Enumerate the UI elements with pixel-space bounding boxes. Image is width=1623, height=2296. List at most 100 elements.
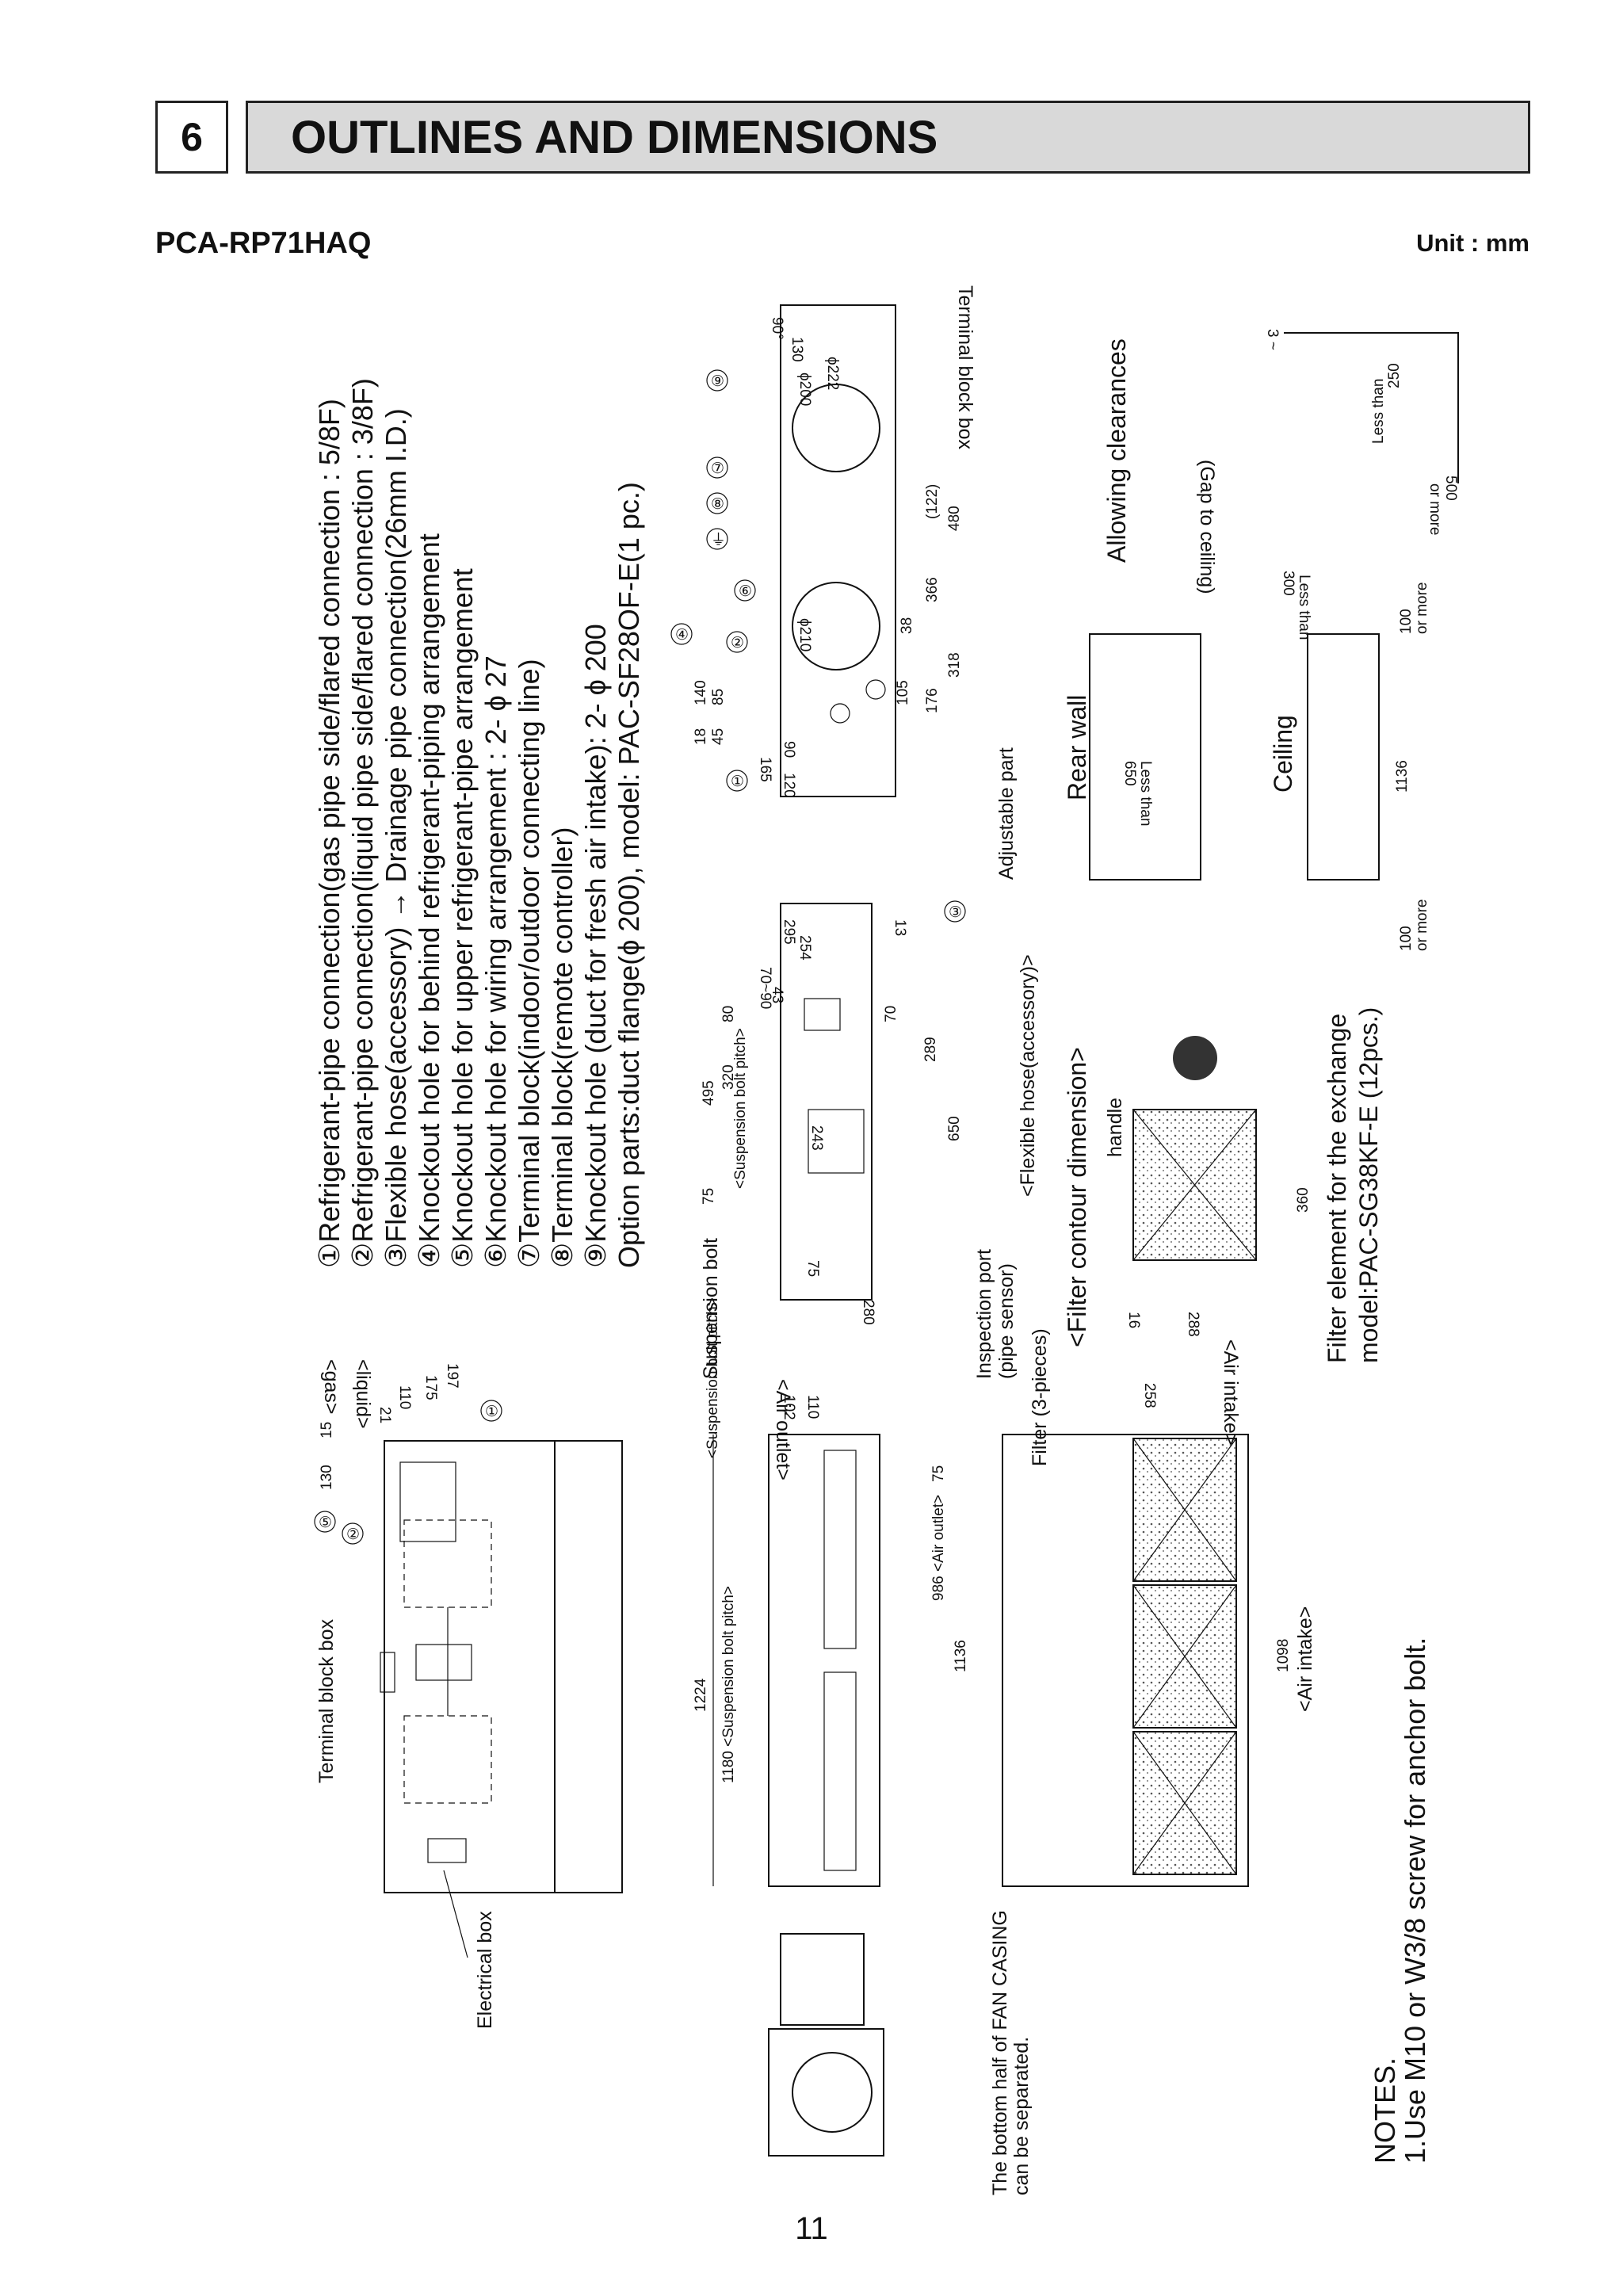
dim-18: 18 — [693, 728, 709, 745]
notes-item-1: 1.Use M10 or W3/8 screw for anchor bolt. — [1399, 1637, 1431, 2164]
filter-contour: <Filter contour dimension> handle 16 288… — [1063, 1007, 1383, 1363]
dim-288: 288 — [1185, 1312, 1201, 1337]
legend-item-8: ⑧Terminal block(remote controller) — [546, 827, 579, 1268]
dim-15: 15 — [319, 1422, 335, 1438]
dim-320: 320 — [720, 1064, 737, 1090]
dim-70-90: 70~90 — [757, 967, 773, 1009]
model-name: PCA-RP71HAQ — [155, 227, 372, 260]
label-air-intake: <Air intake> — [1294, 1606, 1316, 1712]
dim-gap-less-than: Less than — [1370, 379, 1387, 444]
dim-197: 197 — [444, 1363, 460, 1389]
label-flexible-hose: <Flexible hose(accessory)> — [1017, 954, 1039, 1197]
notes-heading: NOTES. — [1369, 2057, 1401, 2164]
fan-casing-view: The bottom half of FAN CASING can be sep… — [768, 1910, 1033, 2195]
label-fan-casing-2: can be separated. — [1010, 2037, 1033, 2195]
page-number: 11 — [795, 2211, 828, 2246]
label-susp-pitch: <Suspension bolt pitch> — [705, 1297, 721, 1458]
label-filter-element-2: model:PAC-SG38KF-E (12pcs.) — [1354, 1007, 1383, 1363]
legend-item-1: ①Refrigerant-pipe connection(gas pipe si… — [313, 399, 346, 1268]
dim-280: 280 — [860, 1300, 876, 1325]
dim-130-end: 130 — [789, 337, 805, 362]
label-allowing-clearances: Allowing clearances — [1102, 338, 1131, 563]
dim-360: 360 — [1295, 1187, 1312, 1213]
dim-1136-ceiling: 1136 — [1394, 760, 1411, 793]
label-rear-wall: Rear wall — [1063, 695, 1091, 800]
dim-or-more-a: or more — [1414, 900, 1430, 951]
dim-90: 90 — [781, 741, 797, 758]
dim-85: 85 — [710, 689, 727, 705]
label-handle: handle — [1104, 1098, 1126, 1157]
legend: ①Refrigerant-pipe connection(gas pipe si… — [313, 378, 645, 1268]
dim-243: 243 — [808, 1125, 825, 1151]
dim-phi200: ϕ200 — [796, 372, 813, 406]
callout-7: ⑦ — [711, 460, 724, 477]
label-air-intake-top: <Air intake> — [1220, 1339, 1242, 1445]
dim-43: 43 — [769, 987, 785, 1003]
legend-item-5: ⑤Knockout hole for upper refrigerant-pip… — [446, 568, 479, 1268]
dim-105: 105 — [895, 680, 911, 705]
dim-500: 500 — [1442, 476, 1459, 501]
label-susp-pitch-side: <Suspension bolt pitch> — [732, 1028, 749, 1189]
notes: NOTES. 1.Use M10 or W3/8 screw for ancho… — [1369, 1637, 1431, 2164]
callout-earth: ⏚ — [711, 532, 726, 548]
dim-21: 21 — [376, 1407, 393, 1423]
dim-75-side: 75 — [701, 1188, 717, 1205]
dim-1180-pitch: 1180 <Suspension bolt pitch> — [720, 1586, 737, 1783]
callout-4: ④ — [675, 627, 689, 644]
dim-140: 140 — [693, 680, 709, 705]
legend-item-2: ②Refrigerant-pipe connection(liquid pipe… — [346, 378, 379, 1268]
callout-3: ③ — [949, 904, 962, 921]
label-gap-to-ceiling: (Gap to ceiling) — [1196, 460, 1218, 594]
dim-289: 289 — [922, 1037, 939, 1062]
dim-or-more-b: or more — [1414, 583, 1430, 634]
clearances: Allowing clearances Rear wall Less than … — [1063, 329, 1459, 951]
dim-1098: 1098 — [1275, 1639, 1292, 1672]
dim-75-bottom: 75 — [804, 1260, 821, 1277]
legend-item-10: Option parts:duct flange(ϕ 200), model: … — [613, 482, 645, 1268]
callout-6: ⑥ — [739, 583, 752, 600]
legend-item-9: ⑨Knockout hole (duct for fresh air intak… — [579, 624, 612, 1268]
dim-480: 480 — [946, 506, 963, 531]
label-gas: <gas> — [320, 1359, 342, 1415]
dim-258: 258 — [1141, 1383, 1158, 1408]
label-air-outlet: <Air outlet> — [772, 1379, 794, 1480]
dim-130: 130 — [319, 1465, 335, 1490]
top-view: Terminal block box Electrical box ⑤ ② ① … — [314, 1359, 623, 2029]
dim-175: 175 — [422, 1375, 439, 1400]
legend-item-7: ⑦Terminal block(indoor/outdoor connectin… — [513, 659, 545, 1268]
section-title-text: OUTLINES AND DIMENSIONS — [291, 111, 938, 163]
dim-122: (122) — [924, 484, 941, 519]
front-view: 1224 1180 <Suspension bolt pitch> 986 <A… — [693, 1297, 969, 1887]
dim-80: 80 — [720, 1006, 737, 1022]
filter-detail-circle — [1173, 1036, 1217, 1080]
end-view: Terminal block box Adjustable part ⑨ ⑦ ⑧… — [670, 285, 1018, 880]
label-terminal-block-box-right: Terminal block box — [954, 285, 976, 450]
dim-16: 16 — [1125, 1312, 1142, 1328]
dim-phi222: ϕ222 — [824, 357, 841, 390]
dim-110-front: 110 — [804, 1395, 821, 1419]
dim-366: 366 — [924, 577, 941, 602]
dim-254: 254 — [796, 935, 813, 961]
dim-45: 45 — [710, 728, 727, 745]
legend-item-6: ⑥Knockout hole for wiring arrangement : … — [479, 655, 512, 1268]
dim-phi210: ϕ210 — [796, 618, 813, 651]
dim-986: 986 <Air outlet> — [930, 1495, 947, 1601]
dim-1224: 1224 — [693, 1678, 709, 1712]
dim-120: 120 — [781, 773, 797, 798]
dim-176: 176 — [924, 688, 941, 713]
dim-38: 38 — [899, 617, 915, 634]
legend-item-3: ③Flexible hose(accessory) → Drainage pip… — [380, 408, 412, 1268]
callout-2b: ② — [731, 635, 744, 651]
label-fan-casing-1: The bottom half of FAN CASING — [989, 1910, 1011, 2195]
section-number: 6 — [155, 101, 228, 174]
dim-1136: 1136 — [953, 1640, 969, 1672]
label-pipe-sensor: (pipe sensor) — [995, 1263, 1018, 1379]
dim-495: 495 — [701, 1080, 717, 1106]
dim-110: 110 — [396, 1385, 413, 1409]
side-view: Suspension bolt Inspection port (pipe se… — [700, 900, 1039, 1379]
callout-8: ⑧ — [711, 496, 724, 513]
dim-300: 300 — [1280, 571, 1296, 596]
dim-165: 165 — [757, 757, 773, 782]
label-adjustable-part: Adjustable part — [995, 747, 1018, 880]
label-electrical-box: Electrical box — [474, 1911, 496, 2029]
